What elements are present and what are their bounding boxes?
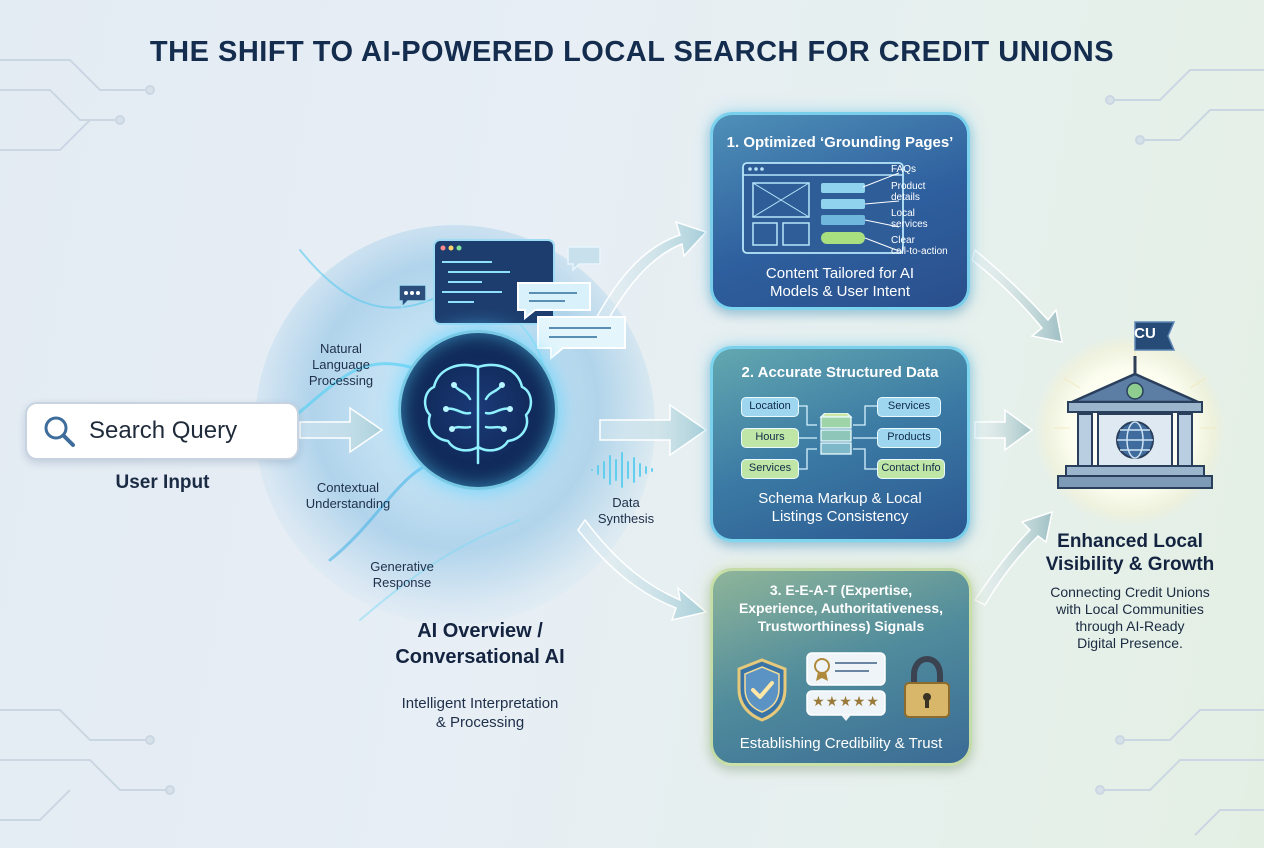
bank-building-icon xyxy=(1054,321,1216,489)
padlock-icon xyxy=(904,655,950,718)
brain-icon xyxy=(423,363,533,465)
user-input-caption: User Input xyxy=(115,472,210,493)
webpage-wireframe-icon xyxy=(742,162,904,254)
card-grounding-title: 1. Optimized ‘Grounding Pages’ xyxy=(726,134,954,151)
card-grounding-pages: 1. Optimized ‘Grounding Pages’ FAQs Prod… xyxy=(710,112,970,310)
arrow-ai-to-card3 xyxy=(577,518,708,622)
node-location: Location xyxy=(741,397,799,417)
node-services-left: Services xyxy=(741,459,799,479)
node-services-right: Services xyxy=(877,397,941,417)
arrow-card1-to-outcome xyxy=(971,248,1063,343)
search-query-text: Search Query xyxy=(89,417,238,444)
chat-bubble-icon xyxy=(537,316,626,361)
arrow-search-to-ai xyxy=(299,406,384,454)
node-hours: Hours xyxy=(741,428,799,448)
arrow-card2-to-outcome xyxy=(974,408,1034,452)
card-eeat-signals: 3. E-E-A-T (Expertise,Experience, Author… xyxy=(710,568,972,766)
shield-check-icon xyxy=(737,658,787,722)
arrow-card3-to-outcome xyxy=(973,510,1053,606)
certificate-icon xyxy=(806,652,886,721)
node-contact-info: Contact Info xyxy=(877,459,945,479)
chat-bubble-icon xyxy=(517,282,591,320)
arrow-ai-to-card2 xyxy=(599,403,708,457)
card-eeat-title: 3. E-E-A-T (Expertise,Experience, Author… xyxy=(738,582,944,634)
rating-stars-icon: ★★★★★ xyxy=(812,694,880,710)
page-title: THE SHIFT TO AI-POWERED LOCAL SEARCH FOR… xyxy=(149,36,1115,68)
callout-faqs: FAQs xyxy=(891,164,917,175)
card-structured-title: 2. Accurate Structured Data xyxy=(741,364,939,381)
ai-title: AI Overview /Conversational AI xyxy=(395,620,565,668)
search-icon xyxy=(44,416,75,447)
chat-bubble-icon xyxy=(398,284,427,309)
cu-flag-badge: CU xyxy=(1134,325,1156,342)
chat-bubble-icon xyxy=(567,246,601,272)
database-icon xyxy=(819,413,853,455)
card-structured-data: 2. Accurate Structured Data Location Hou… xyxy=(710,346,970,542)
waveform-icon xyxy=(591,452,653,488)
card-eeat-subtitle: Establishing Credibility & Trust xyxy=(739,735,943,752)
search-query-box[interactable]: Search Query xyxy=(25,402,299,460)
node-products: Products xyxy=(877,428,941,448)
ai-subtitle: Intelligent Interpretation& Processing xyxy=(401,695,559,731)
